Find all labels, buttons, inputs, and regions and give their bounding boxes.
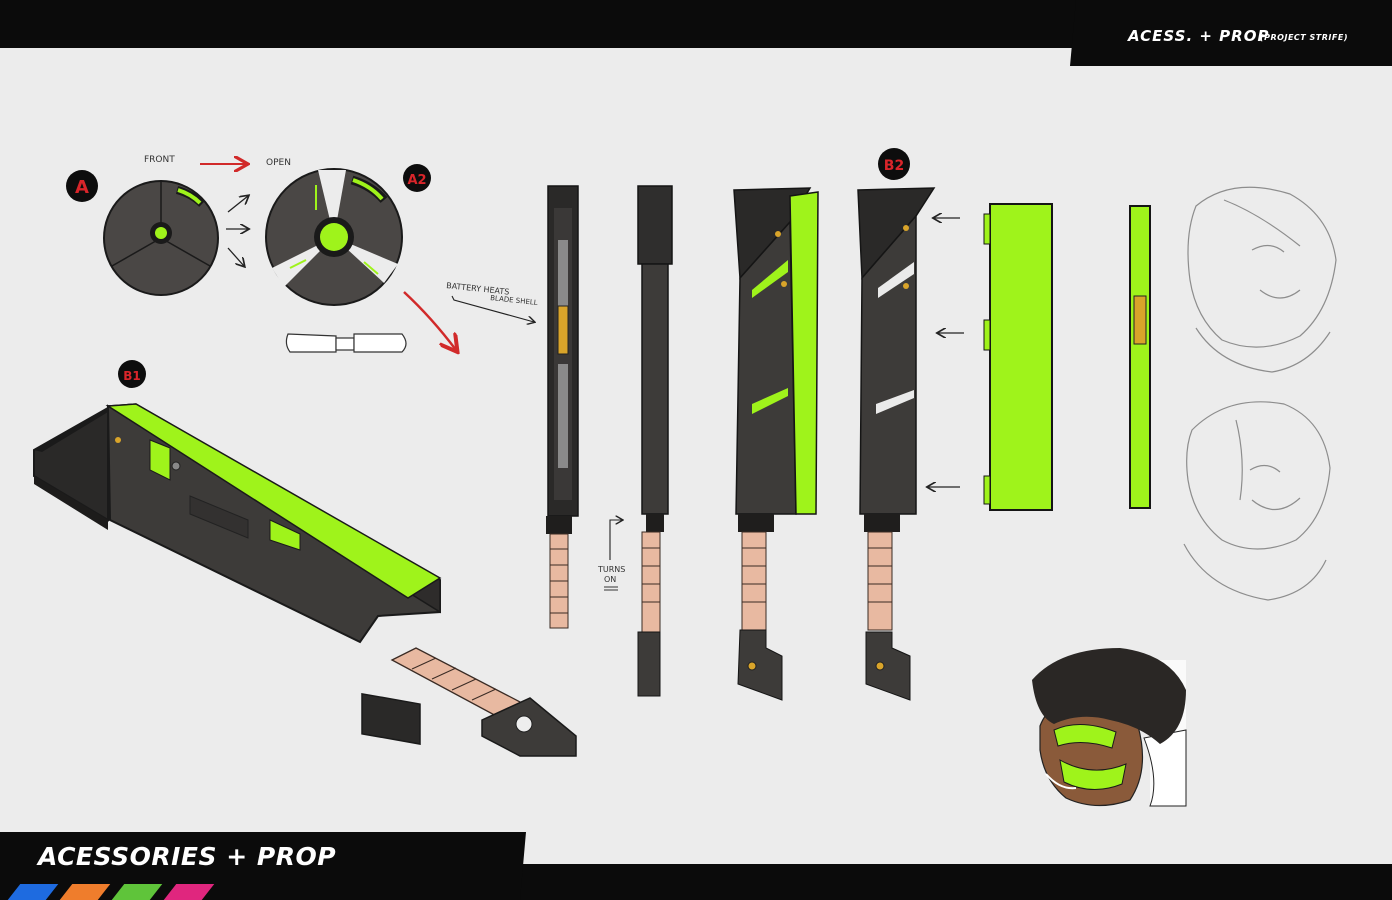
- header-tab: [1070, 0, 1392, 66]
- blade-isometric: [33, 403, 442, 745]
- open-to-blade-arrow: [403, 291, 456, 350]
- arrow-b1: [227, 196, 248, 213]
- label-b1-badge: B1: [118, 360, 146, 388]
- battery-note-line2: BLADE SHELL: [490, 294, 538, 307]
- blade-isometric-grip: [390, 647, 577, 757]
- header-title: ACESS. + PROP: [1128, 27, 1270, 45]
- svg-text:B1: B1: [123, 369, 141, 383]
- disc-side-outline: [285, 333, 407, 353]
- open-label: OPEN: [266, 158, 291, 168]
- face-sketch-lower: [1183, 401, 1331, 601]
- disc-front: [103, 180, 219, 296]
- character-head-color: [1032, 648, 1187, 807]
- battery-note-arrow: [451, 295, 534, 322]
- blade-front-neon: [733, 187, 819, 701]
- arrow-b3: [227, 247, 244, 266]
- turns-note-line1: TURNS: [597, 565, 625, 574]
- svg-text:B2: B2: [884, 158, 904, 174]
- front-label: FRONT: [144, 155, 175, 165]
- face-sketch-upper: [1187, 186, 1337, 373]
- blade-side-profile: [637, 185, 673, 697]
- label-b2-badge: B2: [878, 148, 910, 180]
- disc-open: [265, 168, 403, 306]
- shell-panel-wide: [983, 203, 1053, 511]
- turns-note-arrow: [609, 520, 622, 560]
- header-subtitle: (PROJECT STRIFE): [1260, 33, 1348, 42]
- blade-thin-closed: [546, 185, 579, 629]
- svg-text:A: A: [75, 177, 89, 198]
- svg-text:A2: A2: [407, 173, 426, 188]
- shell-panel-thin: [1129, 205, 1151, 509]
- label-a-badge: A: [66, 170, 98, 202]
- footer-title: ACESSORIES + PROP: [38, 842, 337, 871]
- label-a2-badge: A2: [403, 164, 431, 192]
- turns-note-line2: ON: [604, 575, 616, 584]
- blade-b2: [857, 187, 936, 701]
